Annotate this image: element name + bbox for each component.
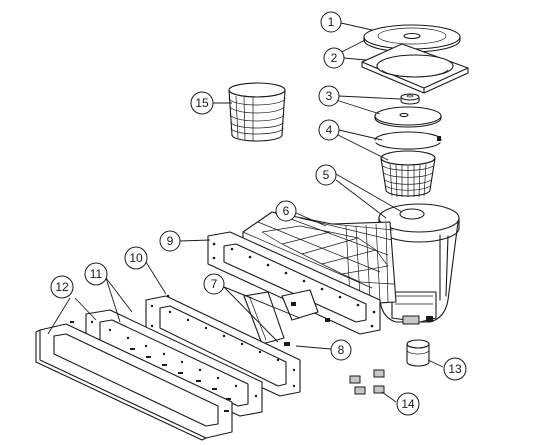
part-clips (284, 302, 330, 346)
callout-6: 6 (275, 200, 297, 222)
callout-15-label: 15 (195, 96, 209, 110)
callout-8: 8 (330, 339, 352, 361)
callout-15: 15 (190, 91, 214, 115)
callout-12: 12 (50, 275, 74, 299)
callout-5-label: 5 (323, 168, 330, 182)
part-cap (374, 93, 442, 128)
callout-2-label: 2 (331, 51, 338, 65)
callout-8-label: 8 (338, 343, 345, 357)
leader-lines (47, 22, 444, 403)
callout-13-label: 13 (448, 362, 462, 376)
part-faceplate (207, 231, 381, 335)
part-weir-flap (243, 289, 319, 345)
callouts: 1 2 3 4 5 6 7 8 (50, 11, 467, 416)
callout-14-label: 14 (401, 397, 415, 411)
callout-1-label: 1 (328, 15, 335, 29)
callout-13: 13 (443, 357, 467, 381)
callout-2: 2 (323, 47, 345, 69)
callout-4: 4 (318, 119, 340, 141)
callout-7: 7 (203, 273, 225, 295)
callout-3-label: 3 (326, 89, 333, 103)
part-fitting (406, 339, 430, 367)
callout-11: 11 (84, 262, 108, 286)
part-inner-frame (85, 309, 263, 417)
callout-14: 14 (396, 392, 420, 416)
part-outer-frame (35, 321, 233, 441)
callout-11-label: 11 (90, 267, 103, 281)
callout-6-label: 6 (283, 204, 290, 218)
callout-10: 10 (124, 246, 148, 270)
callout-12-label: 12 (55, 280, 69, 294)
part-weir-cylinder (228, 82, 286, 142)
part-blocks (349, 369, 385, 395)
callout-3: 3 (318, 85, 340, 107)
part-gasket-front (145, 294, 301, 397)
part-frame (361, 43, 469, 94)
part-basket (374, 131, 442, 198)
callout-9-label: 9 (167, 234, 174, 248)
callout-10-label: 10 (129, 251, 143, 265)
callout-4-label: 4 (326, 123, 333, 137)
callout-1: 1 (320, 11, 342, 33)
part-skimmer-body (378, 203, 460, 325)
callout-7-label: 7 (211, 277, 218, 291)
part-lid (363, 24, 461, 53)
callout-5: 5 (315, 164, 337, 186)
callout-9: 9 (159, 230, 181, 252)
